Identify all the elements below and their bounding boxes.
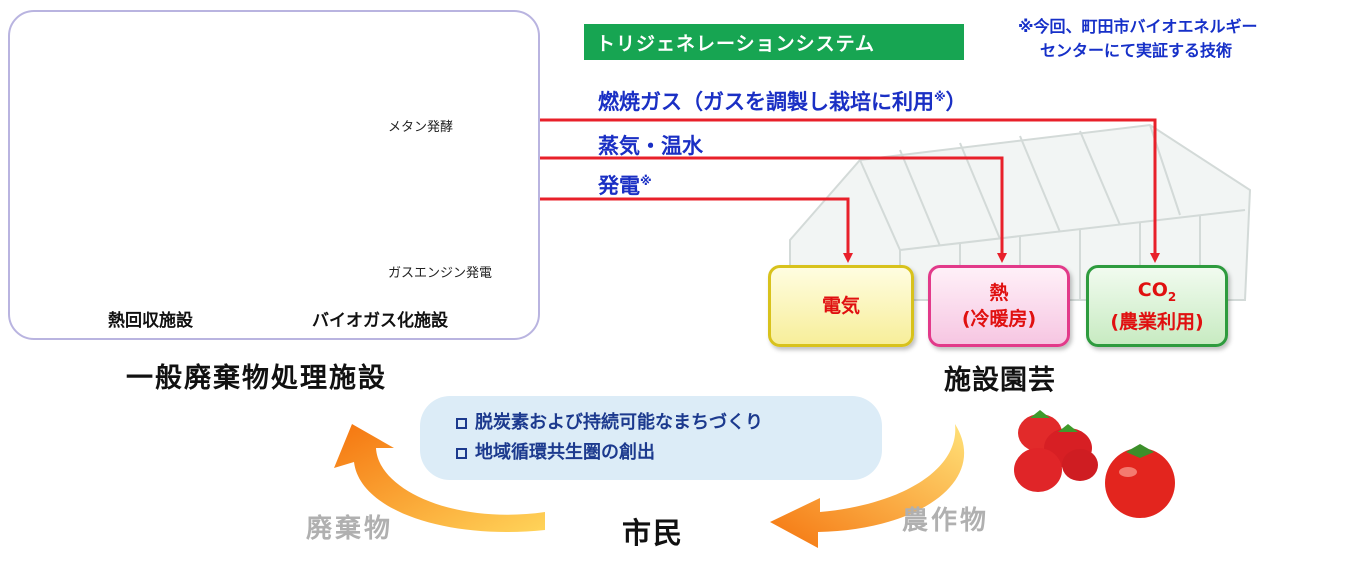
- cycle-arrow-waste: [334, 424, 545, 533]
- co2-prefix: CO: [1137, 278, 1168, 301]
- facility-title: 一般廃棄物処理施設: [126, 363, 387, 394]
- co2-sublabel: (農業利用): [1110, 311, 1204, 334]
- power-mark: ※: [640, 174, 652, 188]
- output-heat: 熱 (冷暖房): [928, 265, 1070, 347]
- power-text: 発電: [598, 174, 640, 198]
- energy-flow-lines: [540, 118, 1160, 263]
- benefit-text: 脱炭素および持続可能なまちづくり: [475, 412, 763, 433]
- methane-caption: メタン発酵: [388, 120, 454, 135]
- checkbox-icon: [456, 447, 467, 459]
- co2-label: CO2: [1138, 277, 1176, 310]
- electricity-label: 電気: [821, 295, 860, 317]
- citizen-label: 市民: [622, 516, 685, 550]
- note-line-1: ※今回、町田市バイオエネルギー: [1018, 17, 1258, 36]
- heat-sublabel: (冷暖房): [961, 308, 1037, 330]
- produce-label: 農作物: [902, 506, 990, 536]
- flow-label-combustion-gas: 燃焼ガス（ガスを調製し栽培に利用※）: [598, 86, 967, 116]
- benefit-item: 脱炭素および持続可能なまちづくり: [456, 408, 882, 438]
- note-line-2: センターにて実証する技術: [1040, 41, 1233, 60]
- combustion-gas-text: 燃焼ガス（ガスを調製し栽培に利用: [598, 90, 934, 114]
- heat-label: 熱: [989, 282, 1009, 304]
- combustion-gas-mark: ※: [934, 90, 946, 104]
- facility-panel: [8, 10, 540, 340]
- greenhouse-illustration: [789, 123, 1252, 301]
- biogas-caption: バイオガス化施設: [312, 311, 448, 331]
- co2-subscript: 2: [1167, 289, 1177, 304]
- benefit-item: 地域循環共生圏の創出: [456, 438, 882, 468]
- produce-illustration: [1014, 410, 1175, 518]
- output-co2: CO2 (農業利用): [1086, 265, 1228, 347]
- flow-label-power: 発電※: [598, 170, 652, 200]
- heat-recovery-caption: 熱回収施設: [108, 311, 193, 331]
- gas-engine-caption: ガスエンジン発電: [388, 266, 493, 281]
- cycle-arrow-produce: [770, 424, 965, 548]
- benefit-text: 地域循環共生圏の創出: [475, 442, 655, 463]
- flow-line-steam: [540, 156, 1007, 263]
- checkbox-icon: [456, 417, 467, 429]
- flow-line-power: [540, 197, 853, 263]
- trigeneration-badge: トリジェネレーションシステム: [584, 24, 964, 60]
- flow-label-steam: 蒸気・温水: [598, 134, 703, 158]
- waste-label: 廃棄物: [306, 514, 394, 544]
- combustion-gas-close: ）: [945, 90, 967, 114]
- horticulture-title: 施設園芸: [944, 365, 1056, 396]
- flow-line-combustion-gas: [540, 118, 1160, 263]
- benefits-box: 脱炭素および持続可能なまちづくり 地域循環共生圏の創出: [420, 396, 882, 480]
- output-electricity: 電気: [768, 265, 914, 347]
